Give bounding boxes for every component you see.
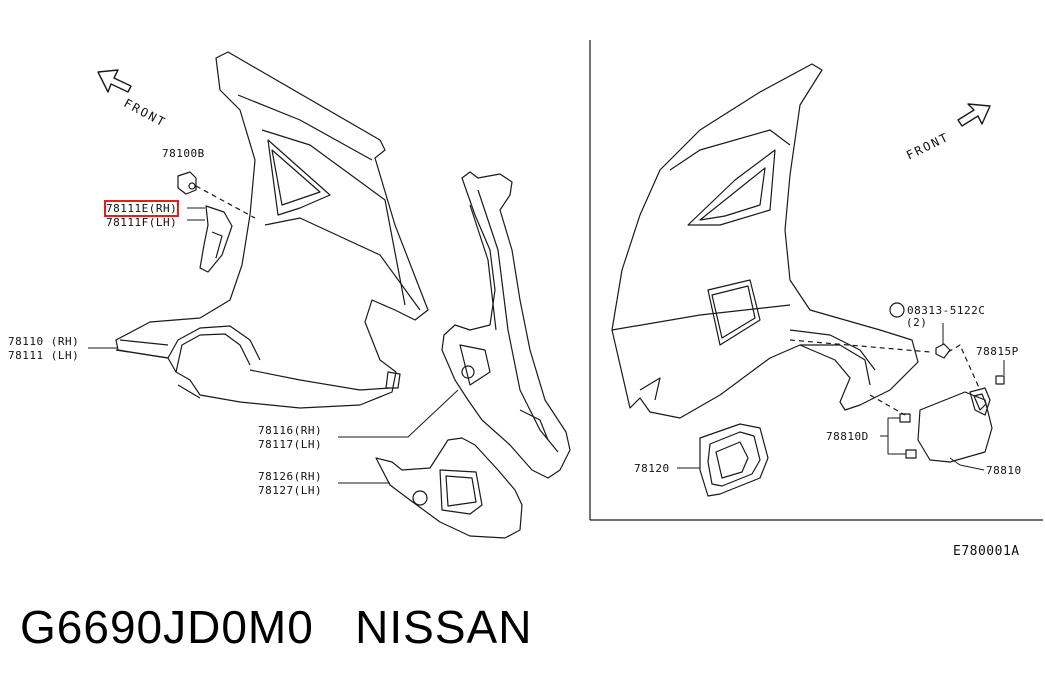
front-arrow-left-icon	[97, 69, 132, 93]
parts-diagram	[88, 40, 1043, 539]
part-78120-fuel-housing	[699, 423, 769, 497]
part-78126-lower-panel	[375, 437, 523, 539]
label-78117: 78117(LH)	[258, 438, 323, 451]
front-arrow-right-icon	[957, 103, 991, 127]
label-78111E-highlighted[interactable]: 78111E(RH)	[103, 200, 180, 217]
quarter-panel-outer-left	[115, 51, 429, 409]
brand-name: NISSAN	[355, 601, 533, 653]
label-78111F: 78111F(LH)	[106, 216, 178, 229]
standard-part-symbol-icon	[889, 302, 905, 318]
part-78116-inner-pillar	[441, 171, 571, 479]
right-panel-frame	[589, 40, 1043, 521]
label-08313-qty: (2)	[906, 316, 928, 329]
label-78126: 78126(RH)	[258, 470, 323, 483]
part-78100B-clip	[177, 171, 197, 195]
label-78100B: 78100B	[162, 147, 205, 160]
diagram-code: E780001A	[953, 544, 1020, 559]
screw-08313-icon	[935, 343, 951, 359]
label-78815P: 78815P	[976, 345, 1019, 358]
part-78111E-bracket	[199, 205, 233, 273]
label-78120: 78120	[634, 462, 670, 475]
grommet-78815P-icon	[995, 375, 1005, 385]
label-78116: 78116(RH)	[258, 424, 323, 437]
label-78810D: 78810D	[826, 430, 869, 443]
label-78810: 78810	[986, 464, 1022, 477]
leader-lines	[88, 207, 1005, 484]
part-78810-fuel-lid	[917, 387, 993, 463]
label-78111: 78111 (LH)	[8, 349, 80, 362]
part-number: G6690JD0M0	[20, 601, 314, 653]
footer-caption: G6690JD0M0 NISSAN	[20, 600, 532, 654]
label-78110: 78110 (RH)	[8, 335, 80, 348]
label-78127: 78127(LH)	[258, 484, 323, 497]
bumper-78810D-icon	[899, 413, 917, 459]
label-08313: 08313-5122C	[907, 304, 986, 317]
leader-78100B	[195, 185, 256, 219]
quarter-panel-outer-right	[611, 63, 919, 419]
